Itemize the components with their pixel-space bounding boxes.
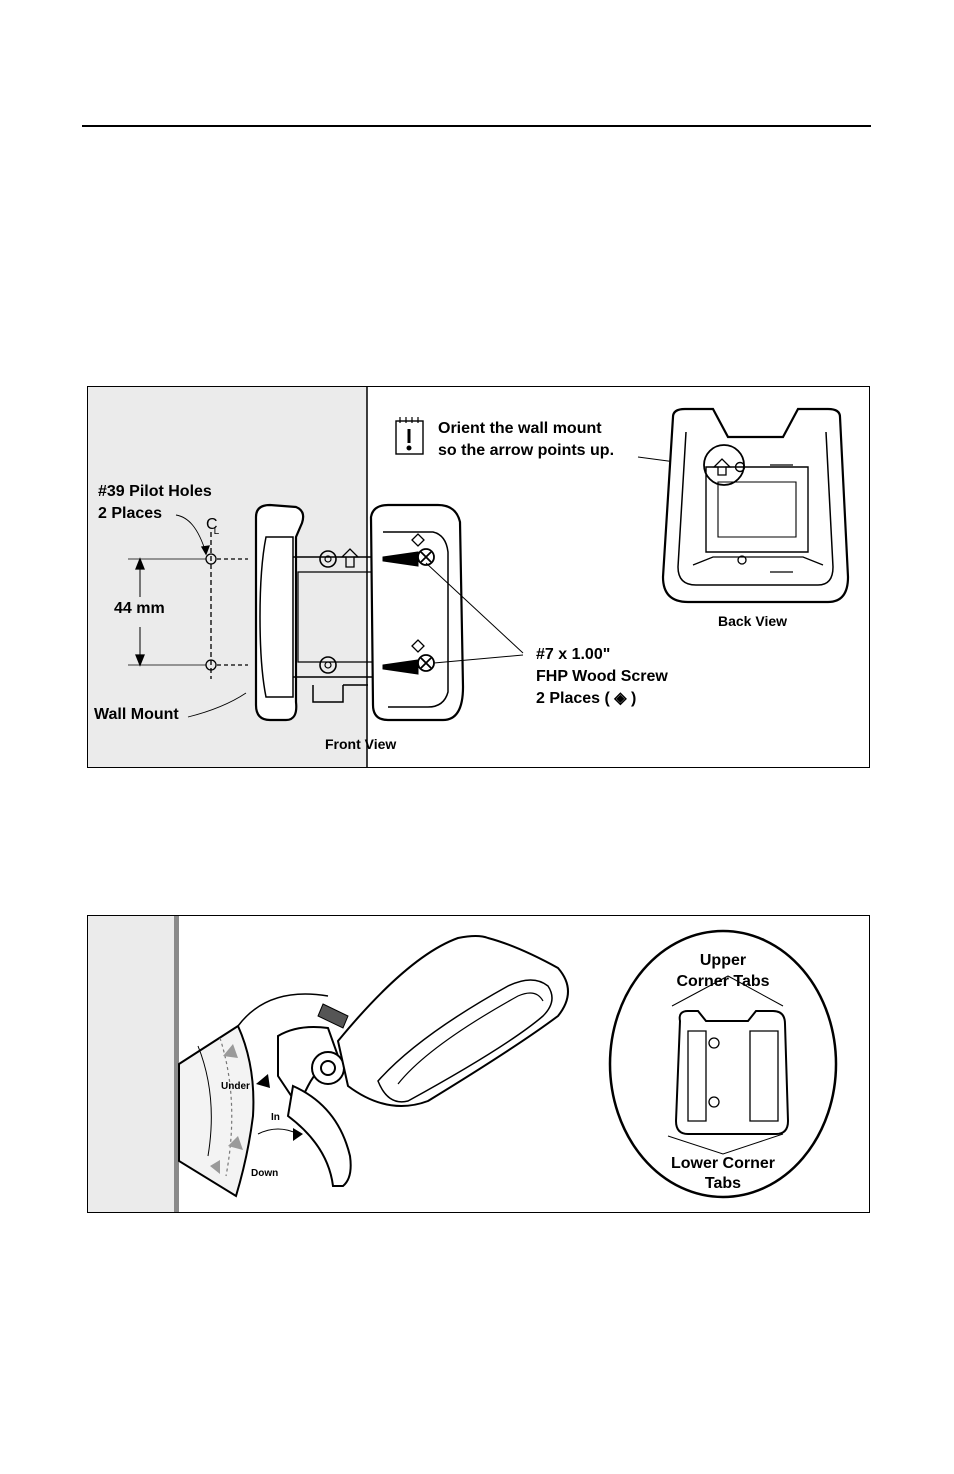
lower-tabs-label-line1: Lower Corner	[653, 1154, 793, 1173]
caution-note-icon	[396, 417, 423, 454]
lower-tabs-label-line2: Tabs	[673, 1174, 773, 1193]
dimension-44mm: 44 mm	[112, 599, 167, 618]
pilot-holes-label-line1: #39 Pilot Holes	[98, 482, 212, 501]
centerline-mark: CL	[206, 515, 223, 534]
pilot-holes-label-line2: 2 Places	[98, 504, 162, 523]
screw-label-line2: FHP Wood Screw	[536, 667, 668, 686]
header-rule	[82, 125, 871, 127]
wall-mount-label: Wall Mount	[94, 705, 179, 724]
front-view-label: Front View	[325, 736, 396, 753]
orient-note-line2: so the arrow points up.	[438, 441, 614, 460]
back-view-wall-mount	[663, 409, 848, 602]
step-in-label: In	[271, 1112, 280, 1124]
screw-label-line3: 2 Places ( ◈ )	[536, 689, 636, 708]
upper-tabs-label-line2: Corner Tabs	[658, 972, 788, 991]
wall-mount-installation-figure: Orient the wall mount so the arrow point…	[87, 386, 870, 768]
step-down-label: Down	[251, 1168, 278, 1180]
screw-label-line1: #7 x 1.00"	[536, 645, 610, 664]
upper-tabs-label-line1: Upper	[673, 951, 773, 970]
scanner-device	[238, 936, 568, 1186]
orient-note-line1: Orient the wall mount	[438, 419, 602, 438]
wall-area	[88, 916, 174, 1212]
front-view-wall-mount	[256, 505, 523, 720]
scanner-mounting-figure: Upper Corner Tabs Lower Corner Tabs Unde…	[87, 915, 870, 1213]
step-under-label: Under	[221, 1081, 250, 1093]
back-view-label: Back View	[718, 613, 787, 630]
